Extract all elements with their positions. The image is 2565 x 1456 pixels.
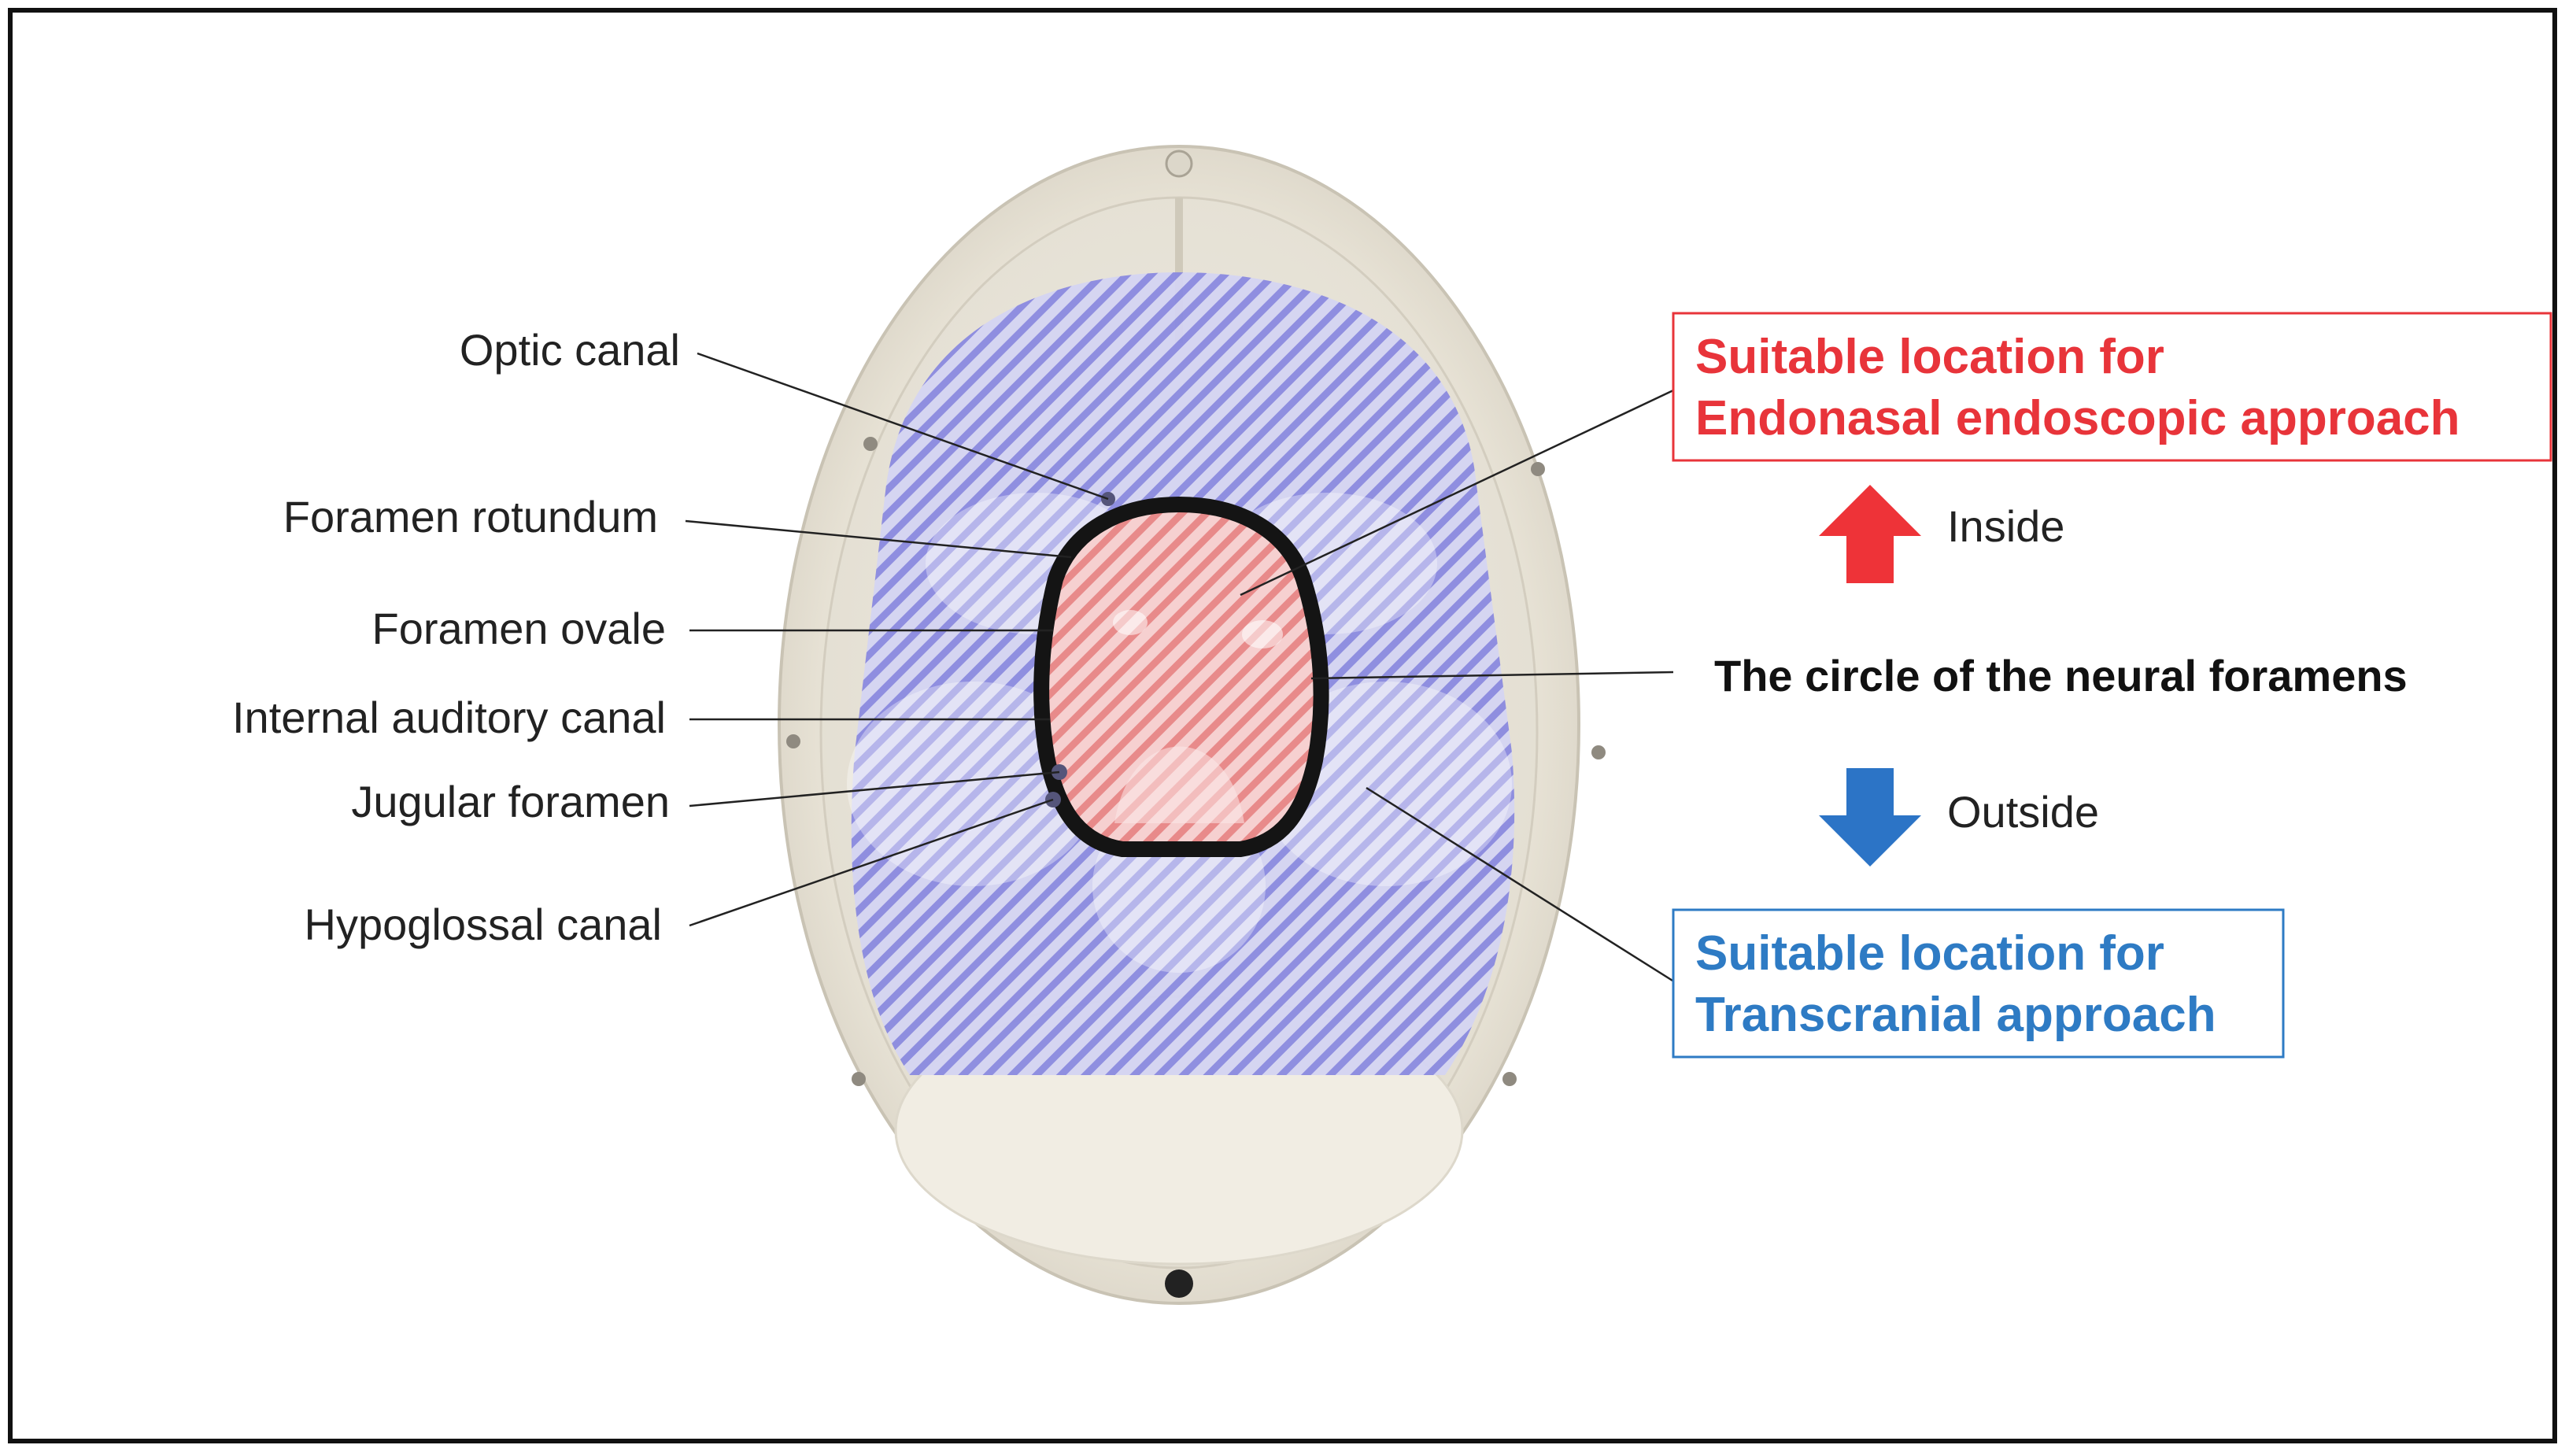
hypoglossal-canal-leader	[689, 798, 1054, 927]
endonasal-line2: Endonasal endoscopic approach	[1695, 391, 2460, 445]
endonasal-line1: Suitable location for	[1695, 330, 2164, 384]
label-optic-canal: Optic canal	[460, 325, 680, 375]
inside-label: Inside	[1947, 501, 2064, 551]
optic-canal-leader	[697, 352, 1109, 501]
label-internal-auditory-canal: Internal auditory canal	[232, 693, 666, 742]
transcranial-line1: Suitable location for	[1695, 926, 2164, 981]
label-foramen-ovale: Foramen ovale	[371, 604, 666, 653]
jugular-foramen-leader	[689, 770, 1060, 807]
rim-hole	[852, 1072, 866, 1086]
transcranial-leader	[1366, 786, 1686, 990]
transcranial-box: Suitable location for Transcranial appro…	[1672, 908, 2285, 1059]
circle-label: The circle of the neural foramens	[1714, 651, 2408, 700]
label-jugular-foramen: Jugular foramen	[351, 777, 670, 826]
skull-screw-bottom	[1165, 1269, 1193, 1298]
outside-arrow: Outside	[1819, 768, 2099, 867]
rim-hole	[1531, 462, 1545, 476]
foramen-rotundum-leader	[685, 519, 1072, 559]
left-labels: Optic canal Foramen rotundum Foramen ova…	[232, 325, 680, 949]
rim-hole	[1591, 745, 1606, 759]
down-arrow-icon	[1819, 768, 1921, 867]
label-hypoglossal-canal: Hypoglossal canal	[305, 900, 662, 949]
rim-hole	[863, 437, 878, 451]
circle-leader	[1310, 671, 1674, 680]
inside-arrow: Inside	[1819, 485, 2064, 583]
diagram-canvas: Optic canal Foramen rotundum Foramen ova…	[232, 145, 2552, 1305]
label-foramen-rotundum: Foramen rotundum	[283, 492, 658, 541]
endonasal-box: Suitable location for Endonasal endoscop…	[1672, 312, 2552, 462]
outside-label: Outside	[1947, 787, 2099, 837]
transcranial-line2: Transcranial approach	[1695, 988, 2216, 1042]
skull-screw-top	[1165, 150, 1193, 178]
sella-features	[1113, 610, 1283, 823]
rim-hole	[1502, 1072, 1517, 1086]
rim-hole	[786, 734, 800, 748]
neural-foramen-circle	[1033, 497, 1329, 857]
up-arrow-icon	[1819, 485, 1921, 583]
figure-frame: Optic canal Foramen rotundum Foramen ova…	[8, 8, 2557, 1443]
leader-lines	[685, 352, 1686, 990]
endonasal-leader	[1240, 389, 1674, 597]
